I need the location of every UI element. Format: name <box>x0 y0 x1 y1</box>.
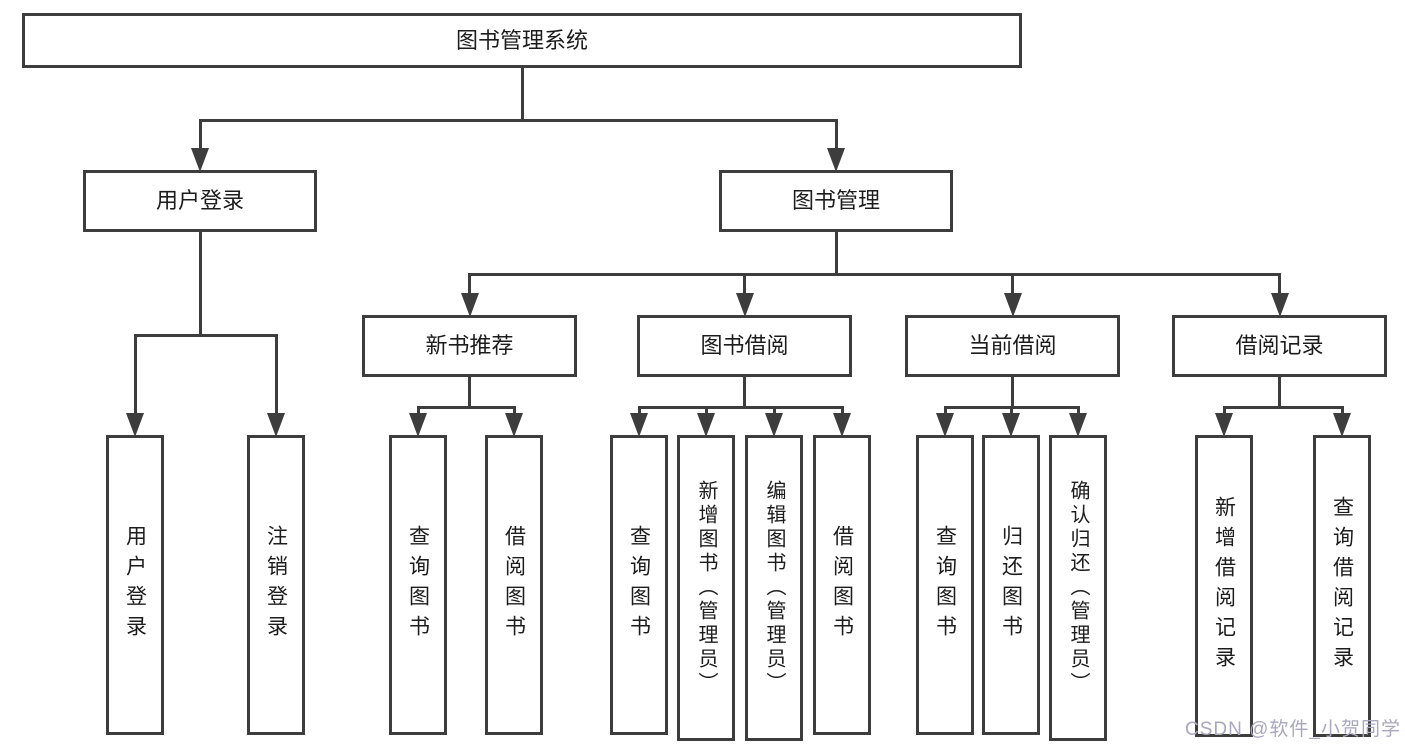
arrow-down-icon <box>736 293 754 317</box>
connector-line <box>1223 406 1344 409</box>
connector-line <box>1011 274 1014 297</box>
node-leaf-edit-book-admin: 编辑图书（管理员） <box>745 435 803 741</box>
connector-line <box>638 407 641 417</box>
node-leaf-return-book: 归还图书 <box>982 435 1040 735</box>
node-book-borrow: 图书借阅 <box>637 315 852 377</box>
arrow-down-icon <box>1271 293 1289 317</box>
connector-line <box>835 120 838 152</box>
node-book-management: 图书管理 <box>719 170 953 232</box>
connector-line <box>835 232 838 274</box>
connector-line <box>199 119 838 122</box>
node-leaf-query-book-borrow: 查询图书 <box>610 435 668 735</box>
connector-line <box>199 232 202 335</box>
connector-line <box>1278 274 1281 297</box>
node-leaf-user-login: 用户登录 <box>106 435 164 735</box>
node-leaf-query-book-recommend: 查询图书 <box>389 435 447 735</box>
connector-line <box>275 335 278 417</box>
connector-line <box>1010 407 1013 417</box>
connector-line <box>743 377 746 407</box>
connector-line <box>638 406 844 409</box>
node-leaf-logout: 注销登录 <box>247 435 305 735</box>
node-leaf-borrow-book: 借阅图书 <box>813 435 871 735</box>
node-current-borrow: 当前借阅 <box>905 315 1120 377</box>
connector-line <box>773 407 776 417</box>
connector-line <box>134 334 278 337</box>
arrow-down-icon <box>630 413 648 437</box>
connector-line <box>1011 377 1014 407</box>
connector-line <box>743 274 746 297</box>
arrow-down-icon <box>1002 413 1020 437</box>
arrow-down-icon <box>126 413 144 437</box>
arrow-down-icon <box>827 148 845 172</box>
csdn-watermark: CSDN @软件_小贺同学 <box>1185 719 1401 740</box>
arrow-down-icon <box>1004 293 1022 317</box>
connector-line <box>841 407 844 417</box>
arrow-down-icon <box>697 413 715 437</box>
connector-line <box>513 407 516 417</box>
arrow-down-icon <box>505 413 523 437</box>
connector-line <box>1278 377 1281 407</box>
node-borrow-records: 借阅记录 <box>1172 315 1387 377</box>
arrow-down-icon <box>1333 413 1351 437</box>
arrow-down-icon <box>191 148 209 172</box>
connector-line <box>468 273 1281 276</box>
connector-line <box>417 406 516 409</box>
node-new-book-recommend: 新书推荐 <box>362 315 577 377</box>
node-leaf-add-borrow-record: 新增借阅记录 <box>1195 435 1253 737</box>
arrow-down-icon <box>267 413 285 437</box>
connector-line <box>1077 407 1080 417</box>
arrow-down-icon <box>461 293 479 317</box>
connector-line <box>1341 407 1344 417</box>
connector-line <box>705 407 708 417</box>
connector-line <box>944 407 947 417</box>
arrow-down-icon <box>936 413 954 437</box>
connector-line <box>468 377 471 407</box>
arrow-down-icon <box>833 413 851 437</box>
connector-line <box>468 274 471 297</box>
node-leaf-confirm-return-admin: 确认归还（管理员） <box>1049 435 1107 741</box>
connector-line <box>1223 407 1226 417</box>
node-leaf-query-borrow-record: 查询借阅记录 <box>1313 435 1371 737</box>
node-user-login: 用户登录 <box>83 170 317 232</box>
arrow-down-icon <box>1215 413 1233 437</box>
node-leaf-borrow-book-recommend: 借阅图书 <box>485 435 543 735</box>
connector-line <box>134 335 137 417</box>
node-leaf-query-book-current: 查询图书 <box>916 435 974 735</box>
node-leaf-add-book-admin: 新增图书（管理员） <box>677 435 735 741</box>
connector-line <box>199 120 202 152</box>
arrow-down-icon <box>409 413 427 437</box>
arrow-down-icon <box>1069 413 1087 437</box>
node-root: 图书管理系统 <box>22 13 1022 68</box>
arrow-down-icon <box>765 413 783 437</box>
connector-line <box>417 407 420 417</box>
connector-line <box>521 68 524 120</box>
